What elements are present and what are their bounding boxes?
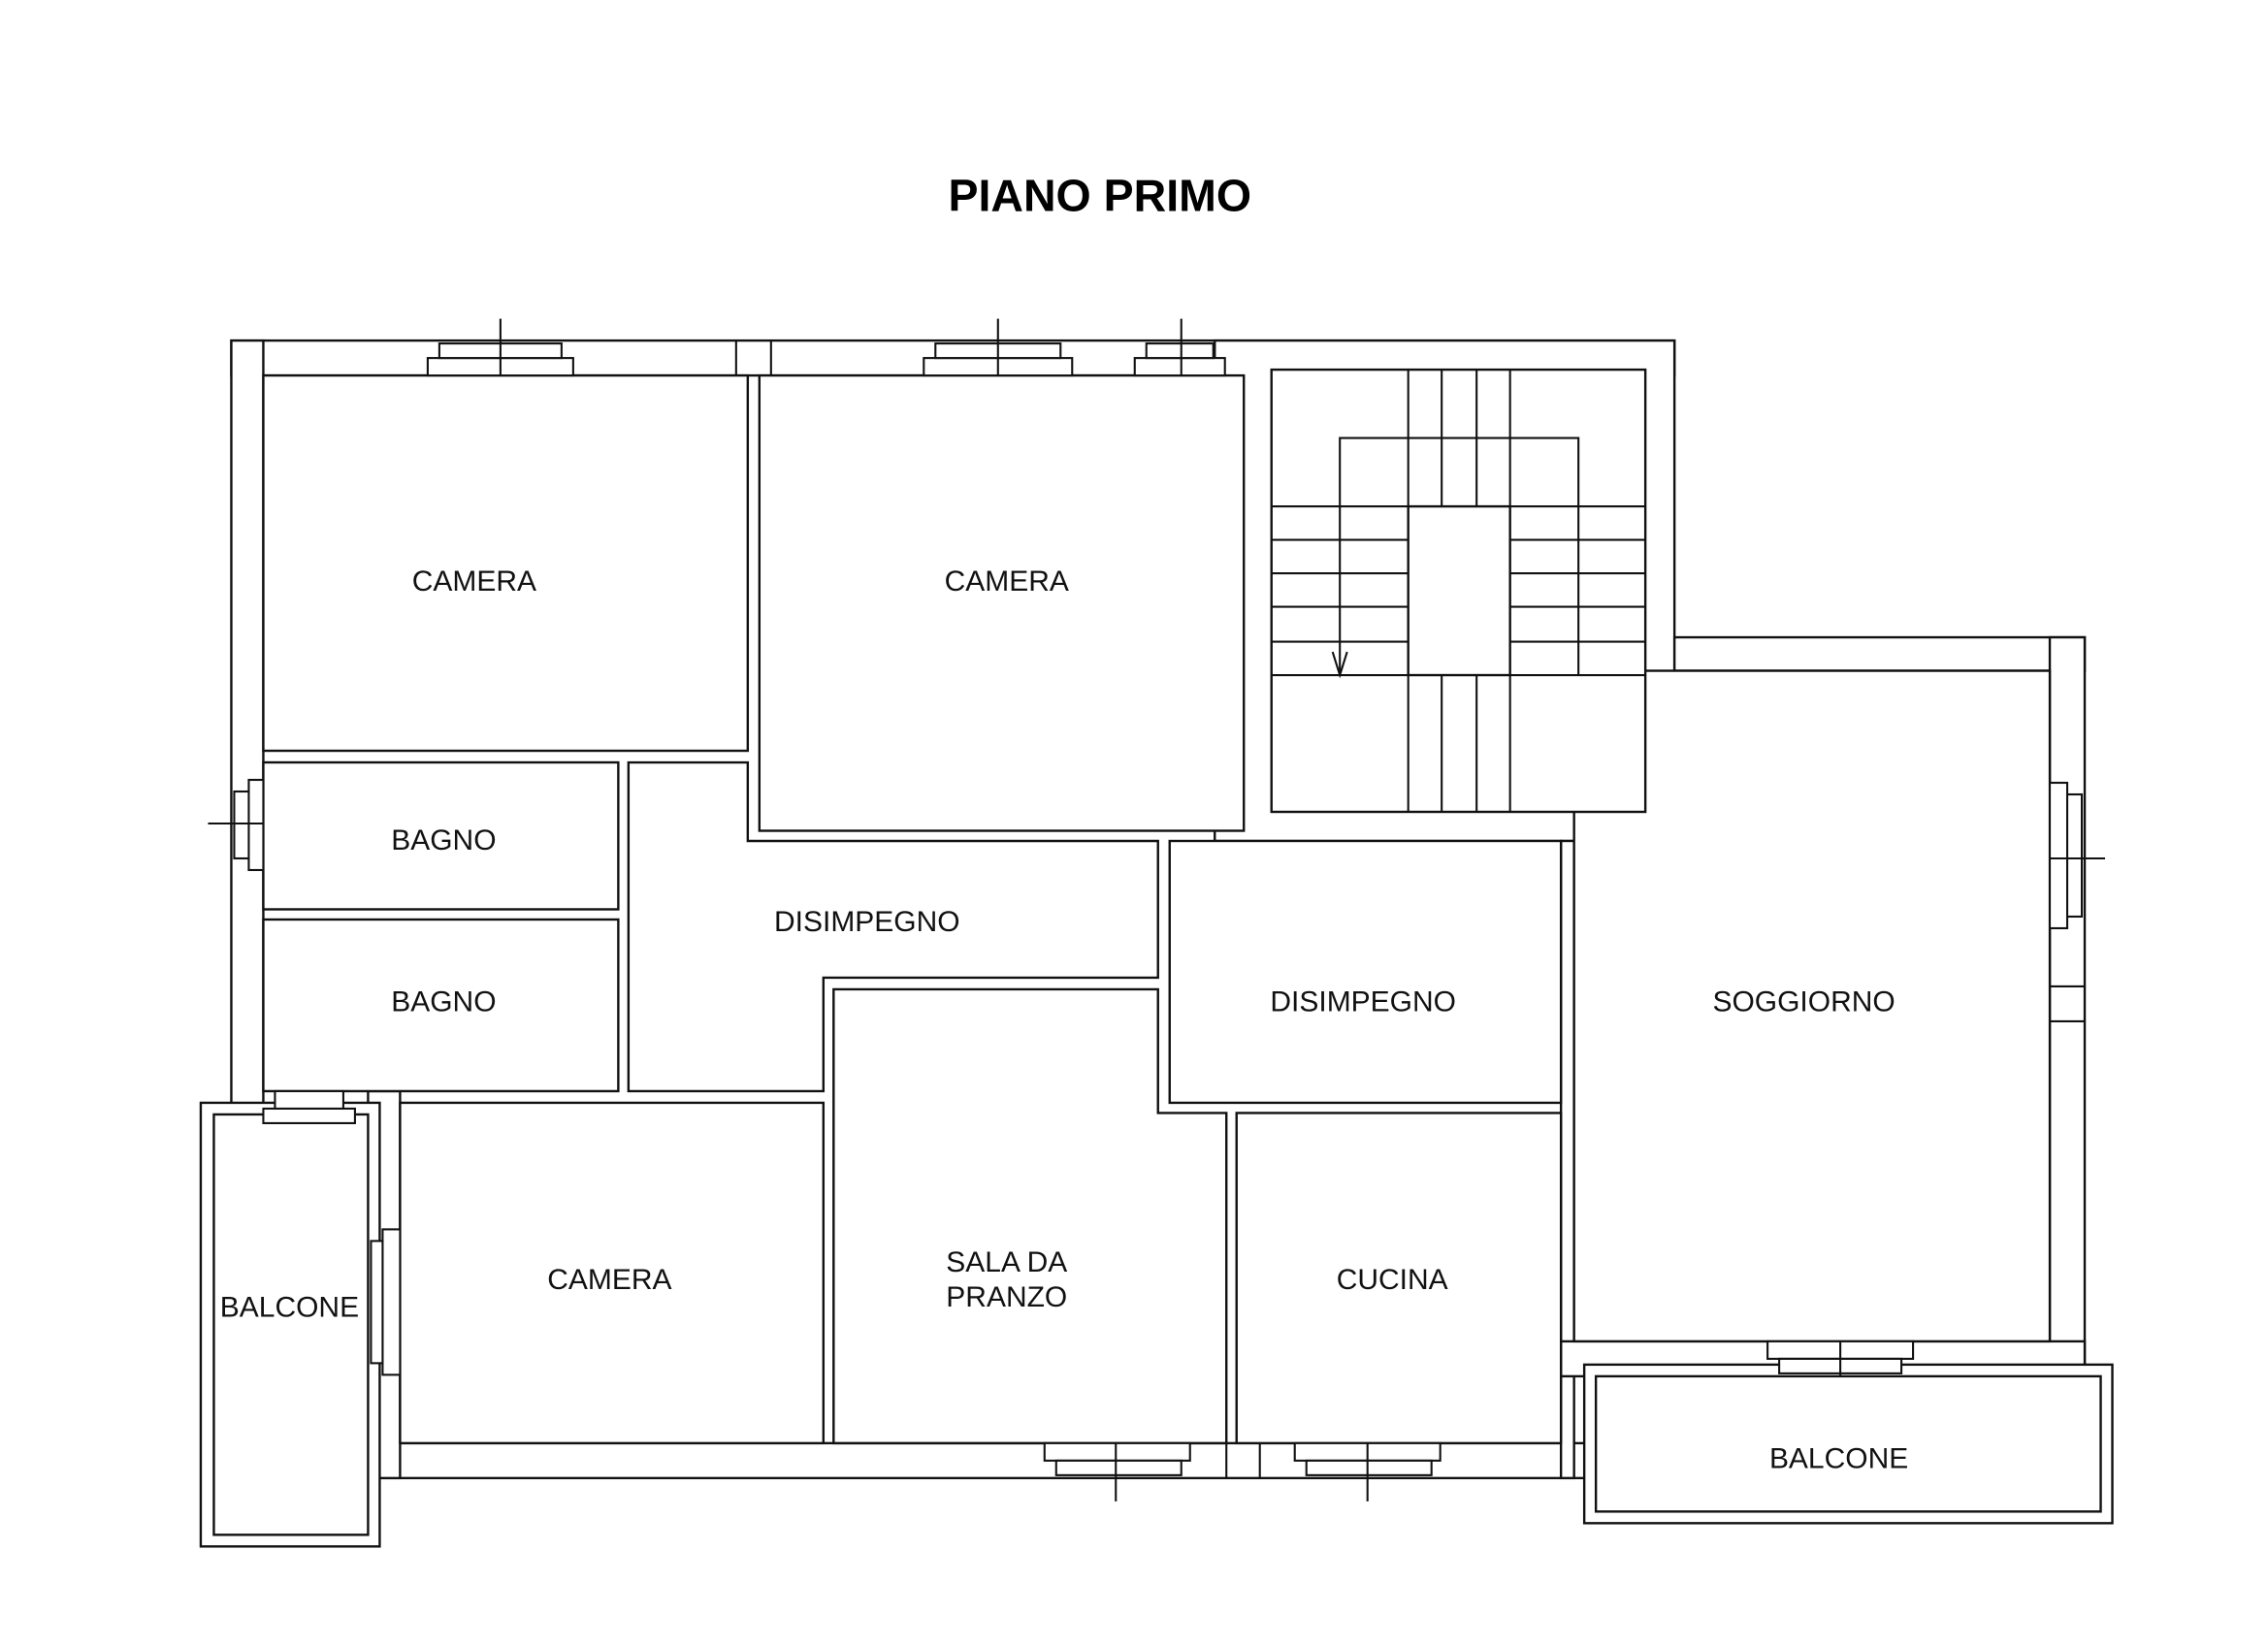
room-cucina [1235,1112,1563,1445]
room-balcone-right [1594,1374,2102,1513]
label-sala-line1: SALA DA [946,1246,1067,1278]
room-camera-1 [262,373,750,753]
stair-arrow-icon [1331,651,1348,679]
label-balcone-right: BALCONE [1769,1442,1908,1474]
label-camera-2: CAMERA [945,565,1069,597]
room-balcone-left [212,1113,370,1536]
room-disimpegno-1 [627,760,1159,1093]
room-camera-2 [758,373,1246,832]
room-disimpegno-2 [1168,839,1563,1105]
label-soggiorno: SOGGIORNO [1712,985,1895,1017]
label-bagno-2: BAGNO [391,985,496,1017]
room-labels: CAMERA CAMERA BAGNO BAGNO DISIMPEGNO DIS… [220,565,1908,1474]
rooms [212,373,2102,1536]
label-balcone-left: BALCONE [220,1291,359,1323]
label-sala-line2: PRANZO [946,1281,1067,1313]
room-sala-da-pranzo [832,987,1228,1445]
label-camera-3: CAMERA [547,1264,671,1296]
staircase [1270,368,1647,814]
room-bagno-2 [262,918,620,1093]
room-bagno-1 [262,760,620,911]
room-camera-3 [399,1101,826,1445]
label-disimpegno-2: DISIMPEGNO [1270,985,1456,1017]
label-camera-1: CAMERA [412,565,536,597]
label-cucina: CUCINA [1337,1264,1448,1296]
room-soggiorno [1572,669,2052,1343]
label-disimpegno-1: DISIMPEGNO [774,906,960,938]
label-bagno-1: BAGNO [391,824,496,856]
plan-title: PIANO PRIMO [949,171,1251,221]
windows [208,318,2106,1502]
